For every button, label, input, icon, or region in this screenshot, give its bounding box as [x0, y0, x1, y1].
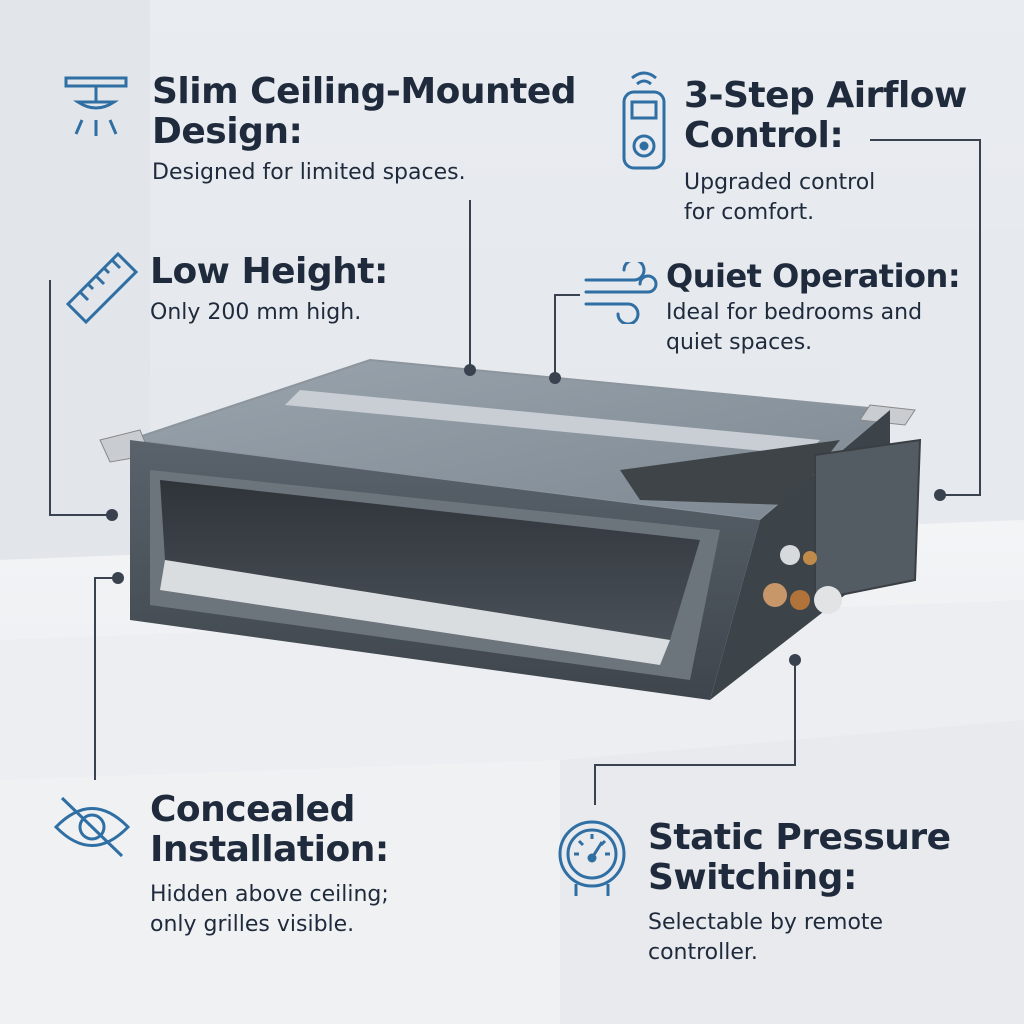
feature-description: for comfort. — [684, 200, 815, 225]
feature-description: quiet spaces. — [666, 330, 813, 355]
pressure-gauge-icon — [554, 818, 630, 900]
feature-title: Slim Ceiling-Mounted — [152, 71, 577, 112]
feature-title: Design: — [152, 111, 303, 152]
feature-description: Designed for limited spaces. — [152, 160, 466, 185]
feature-low-height: Low Height: Only 200 mm high. — [150, 252, 388, 328]
feature-description: Hidden above ceiling; — [150, 882, 389, 907]
feature-airflow-control: 3-Step Airflow Control: Upgraded control… — [684, 76, 967, 228]
feature-title: Quiet Operation: — [666, 257, 961, 295]
wind-icon — [582, 258, 658, 326]
eye-off-icon — [52, 794, 132, 860]
ruler-icon — [62, 248, 142, 328]
feature-description: Only 200 mm high. — [150, 300, 362, 325]
feature-static-pressure: Static Pressure Switching: Selectable by… — [648, 818, 951, 968]
feature-title: Concealed — [150, 789, 355, 830]
feature-slim-design: Slim Ceiling-Mounted Design: Designed fo… — [152, 71, 577, 188]
feature-description: controller. — [648, 940, 758, 965]
feature-title: Switching: — [648, 857, 857, 898]
feature-title: 3-Step Airflow — [684, 75, 967, 116]
feature-title: Static Pressure — [648, 817, 951, 858]
feature-concealed-installation: Concealed Installation: Hidden above cei… — [150, 790, 389, 940]
feature-description: only grilles visible. — [150, 912, 355, 937]
ceiling-light-icon — [60, 72, 132, 144]
feature-title: Installation: — [150, 829, 389, 870]
feature-title: Low Height: — [150, 251, 388, 292]
remote-control-icon — [616, 68, 672, 174]
feature-quiet-operation: Quiet Operation: Ideal for bedrooms and … — [666, 256, 961, 358]
feature-title: Control: — [684, 115, 844, 156]
feature-description: Upgraded control — [684, 170, 876, 195]
feature-description: Selectable by remote — [648, 910, 884, 935]
feature-description: Ideal for bedrooms and — [666, 300, 923, 325]
